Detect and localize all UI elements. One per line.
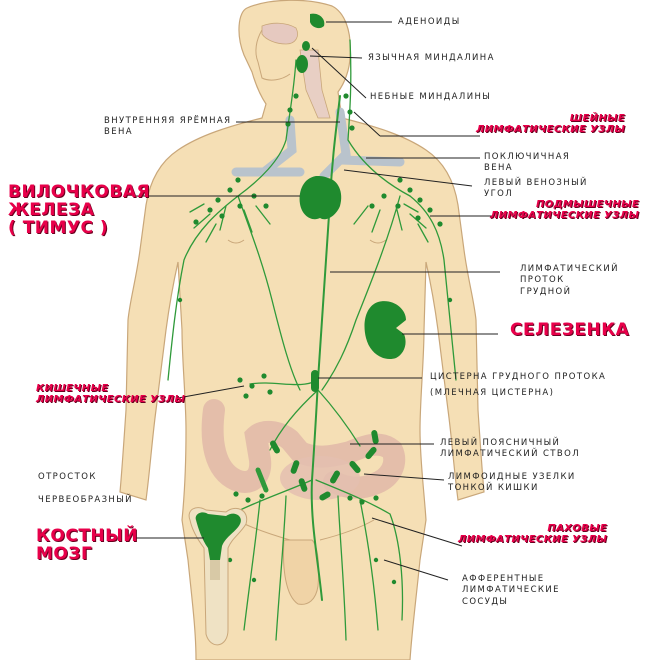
label-intestinal-lymph-nodes: КИШЕЧНЫЕ ЛИМФАТИЧЕСКИЕ УЗЛЫ — [36, 383, 186, 405]
cisterna-chyli — [311, 370, 319, 392]
label-adenoids: АДЕНОИДЫ — [398, 17, 461, 27]
label-cervical-nodes: ШЕЙНЫЕ ЛИМФАТИЧЕСКИЕ УЗЛЫ — [476, 113, 626, 135]
lingual-tonsil — [296, 55, 308, 73]
right-nipple — [369, 239, 387, 244]
left-jugular-vein — [259, 115, 297, 177]
label-left-venous-angle: ЛЕВЫЙ ВЕНОЗНЫЙ УГОЛ — [484, 178, 588, 200]
label-cisterna-chyli: ЦИСТЕРНА ГРУДНОГО ПРОТОКА — [430, 372, 607, 382]
label-lingual-tonsil: ЯЗЫЧНАЯ МИНДАЛИНА — [368, 53, 495, 63]
face-profile — [255, 29, 291, 81]
bone-marrow — [195, 512, 241, 560]
label-axillary-nodes: ПОДМЫШЕЧНЫЕ ЛИМФАТИЧЕСКИЕ УЗЛЫ — [490, 199, 640, 221]
left-nipple — [227, 239, 245, 244]
subclavian-vein-right — [335, 155, 405, 167]
chest-vessel-right — [321, 195, 401, 391]
label-lumbar-trunk: ЛЕВЫЙ ПОЯСНИЧНЫЙ ЛИМФАТИЧЕСКИЙ СТВОЛ — [440, 438, 580, 460]
adenoids — [310, 13, 325, 29]
thymus — [299, 176, 342, 220]
label-palatine-tonsils: НЕБНЫЕ МИНДАЛИНЫ — [370, 92, 492, 102]
lymphoid-nodules — [270, 430, 379, 501]
lymph-nodes — [177, 93, 453, 585]
groin-vessels-right — [315, 479, 404, 641]
nasal-cavity — [261, 22, 298, 45]
organs — [296, 13, 406, 392]
label-milky-cistern: (МЛЕЧНАЯ ЦИСТЕРНА) — [430, 388, 555, 398]
label-thymus: ВИЛОЧКОВАЯ ЖЕЛЕЗА ( ТИМУС ) — [8, 182, 151, 238]
arm-vessel-right — [409, 195, 457, 381]
label-spleen: СЕЛЕЗЕНКА — [510, 320, 630, 340]
label-afferent-vessels: АФФЕРЕНТНЫЕ ЛИМФАТИЧЕСКИЕ СОСУДЫ — [462, 574, 560, 607]
spleen — [364, 301, 406, 360]
neck-vessel-right — [347, 39, 411, 197]
label-jugular-vein: ВНУТРЕННЯЯ ЯРЁМНАЯ ВЕНА — [104, 116, 232, 138]
femur — [188, 507, 248, 646]
label-inguinal-nodes: ПАХОВЫЕ ЛИМФАТИЧЕСКИЕ УЗЛЫ — [458, 523, 608, 545]
axilla-branches-right — [353, 203, 429, 243]
leader-lines — [136, 21, 500, 581]
arm-vessel-left — [167, 195, 239, 381]
palatine-tonsil — [302, 41, 310, 51]
bone-marrow-speckle — [210, 560, 220, 580]
label-subclavian-vein: ПОКЛЮЧИЧНАЯ ВЕНА — [484, 152, 571, 174]
intestines — [201, 399, 406, 500]
label-thoracic-duct: ЛИМФАТИЧЕСКИЙ ПРОТОК ГРУДНОЙ — [520, 264, 619, 297]
label-intestinal-nodules: ЛИМФОИДНЫЕ УЗЕЛКИ ТОНКОЙ КИШКИ — [448, 472, 576, 494]
neck-vessel-left — [237, 59, 297, 197]
large-intestine — [201, 399, 406, 499]
label-bone-marrow: КОСТНЫЙ МОЗГ — [36, 526, 138, 564]
label-appendix: ОТРОСТОК ЧЕРВЕОБРАЗНЫЙ — [38, 472, 133, 505]
chest-vessel-left — [237, 195, 301, 391]
appendix — [255, 467, 269, 493]
small-intestine — [280, 456, 360, 500]
